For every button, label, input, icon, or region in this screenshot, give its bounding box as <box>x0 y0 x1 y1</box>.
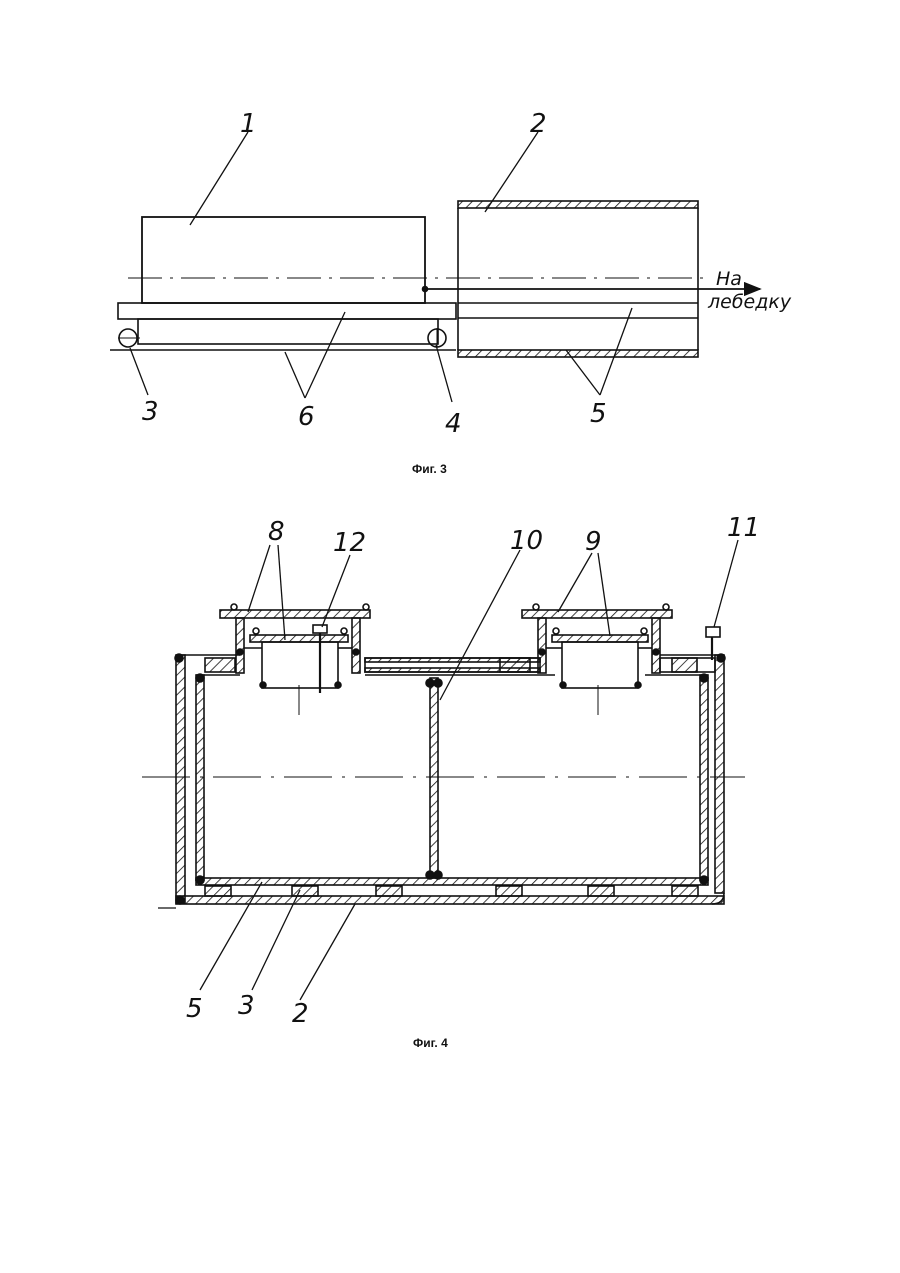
label-3: 3 <box>142 397 159 427</box>
label-5: 5 <box>590 399 607 429</box>
hatch-8-lid <box>220 610 370 618</box>
inner-container-bottom <box>196 878 708 885</box>
carriage-rail-6 <box>118 303 456 319</box>
winch-note-line1: На <box>716 268 742 290</box>
hatch-9-inner-cover <box>552 635 648 642</box>
label-5-fig4: 5 <box>186 994 203 1024</box>
vent-11-head <box>706 627 720 637</box>
top-deck-mid-pad <box>500 658 530 672</box>
carriage-frame <box>138 319 438 344</box>
label-2: 2 <box>530 109 547 139</box>
label-12: 12 <box>333 528 366 558</box>
outer-tube-bottom-wall <box>176 896 724 904</box>
label-9: 9 <box>585 527 602 557</box>
figure-3-caption: Фиг. 3 <box>412 462 447 476</box>
label-2-fig4: 2 <box>292 999 309 1029</box>
container-body-1 <box>142 217 425 303</box>
hatch-8-inner-cover <box>250 635 348 642</box>
valve-12-head <box>313 625 327 633</box>
label-6: 6 <box>298 402 315 432</box>
partition-10 <box>430 678 438 878</box>
figure-3 <box>110 132 760 402</box>
tube-2-bottom-wall <box>458 350 698 357</box>
skid-3-f <box>672 886 698 896</box>
skid-3-a <box>205 886 231 896</box>
label-10: 10 <box>510 526 543 556</box>
label-4: 4 <box>445 409 462 439</box>
outer-tube-right-wall <box>715 655 724 893</box>
hatch-9-chamber <box>562 642 638 688</box>
winch-note-line2: лебедку <box>707 291 792 313</box>
figure-4 <box>142 540 745 1000</box>
skid-3-e <box>588 886 614 896</box>
top-deck-left-pad <box>205 658 235 672</box>
label-8: 8 <box>268 517 285 547</box>
hatch-9-lid <box>522 610 672 618</box>
hatch-8-chamber <box>262 642 338 688</box>
tube-2-top-wall <box>458 201 698 208</box>
figure-4-caption: Фиг. 4 <box>413 1036 448 1050</box>
skid-3-b <box>292 886 318 896</box>
inner-container-right-wall <box>700 675 708 880</box>
label-3-fig4: 3 <box>238 991 255 1021</box>
outer-tube-left-wall <box>176 655 185 903</box>
skid-3-c <box>376 886 402 896</box>
label-1: 1 <box>240 109 257 139</box>
label-11: 11 <box>727 513 760 543</box>
skid-3-d <box>496 886 522 896</box>
inner-container-left-wall <box>196 675 204 880</box>
